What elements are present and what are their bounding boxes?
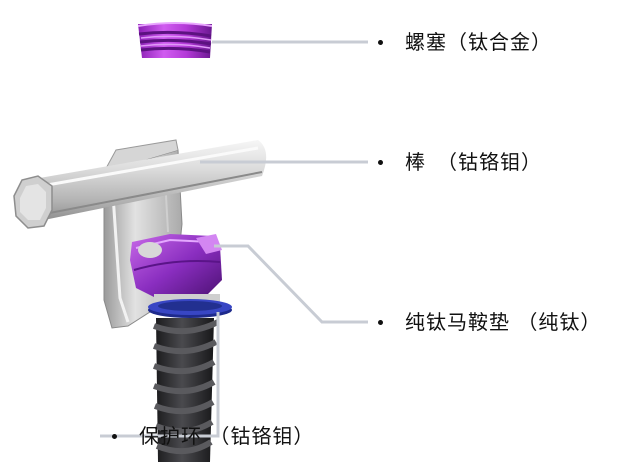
label-protective-ring-text: 保护环 （钴铬钼） — [139, 424, 315, 448]
bullet-icon — [378, 159, 383, 165]
leader-line-protective-ring — [100, 312, 220, 438]
label-saddle: 纯钛马鞍垫 （纯钛） — [378, 310, 601, 334]
label-protective-ring: 保护环 （钴铬钼） — [112, 424, 314, 448]
bullet-icon — [378, 319, 383, 325]
leader-line-saddle — [214, 244, 368, 324]
set-screw — [137, 22, 213, 58]
leader-lines — [100, 40, 368, 438]
titanium-saddle — [130, 234, 222, 300]
label-rod: 棒 （钴铬钼） — [378, 150, 542, 174]
label-saddle-text: 纯钛马鞍垫 （纯钛） — [405, 310, 602, 334]
screw-shank — [152, 318, 220, 462]
label-set-screw: 螺塞（钛合金） — [378, 30, 552, 54]
bullet-icon — [378, 39, 383, 45]
bullet-icon — [112, 433, 117, 439]
label-rod-text: 棒 （钴铬钼） — [405, 150, 542, 174]
protective-ring — [148, 294, 232, 318]
label-set-screw-text: 螺塞（钛合金） — [405, 30, 552, 54]
